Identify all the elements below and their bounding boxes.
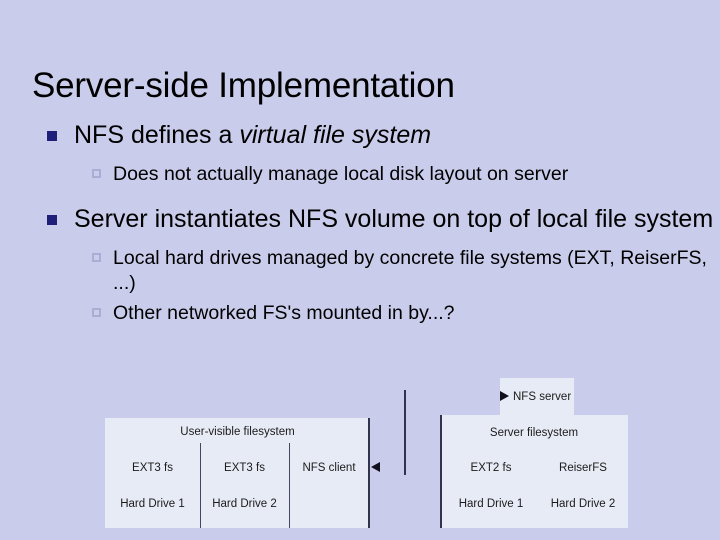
bullet-level1-1-text: NFS defines a virtual file system xyxy=(74,120,720,151)
nfs-server-label: NFS server xyxy=(513,391,572,403)
bullet-level1-2-text: Server instantiates NFS volume on top of… xyxy=(74,205,714,233)
bullet-level2-2-1: Local hard drives managed by concrete fi… xyxy=(0,246,720,296)
nfs-client-box xyxy=(290,418,370,490)
bullet-1-italic: virtual file system xyxy=(239,121,432,149)
client-drive-label-1: Hard Drive 1 xyxy=(120,498,185,510)
bullet-level2-1-1-text: Does not actually manage local disk layo… xyxy=(113,163,569,185)
page-title: Server-side Implementation xyxy=(32,66,455,105)
client-fs-label-2: EXT3 fs xyxy=(224,462,265,474)
client-box-right-border xyxy=(368,418,370,528)
bullet-level2-2-2: Other networked FS's mounted in by...? xyxy=(0,301,720,326)
spacer xyxy=(0,151,720,162)
server-filesystem-label: Server filesystem xyxy=(489,427,579,439)
bullet-square-marker xyxy=(47,131,57,141)
client-column-separator-1 xyxy=(200,443,201,528)
bullet-1-plain: NFS defines a xyxy=(74,121,240,149)
nfs-server-box xyxy=(500,378,574,415)
spacer xyxy=(0,235,720,246)
server-drive-label-1: Hard Drive 1 xyxy=(458,498,524,510)
bullet-hollow-square-marker xyxy=(92,253,101,262)
spacer xyxy=(0,187,720,204)
bullet-level1-2: Server instantiates NFS volume on top of… xyxy=(0,204,720,235)
arrow-left-icon xyxy=(371,462,380,472)
user-visible-filesystem-label: User-visible filesystem xyxy=(180,426,295,438)
server-fs-label-2: ReiserFS xyxy=(559,462,607,474)
client-column-separator-2 xyxy=(289,443,290,528)
client-drive-label-2: Hard Drive 2 xyxy=(212,498,277,510)
client-fs-label-1: EXT3 fs xyxy=(132,462,173,474)
bullet-hollow-square-marker xyxy=(92,308,101,317)
nfs-client-label: NFS client xyxy=(302,462,356,474)
arrow-right-icon xyxy=(500,391,509,401)
network-boundary-line xyxy=(404,390,406,475)
bullet-hollow-square-marker xyxy=(92,169,101,178)
bullet-level2-2-2-text: Other networked FS's mounted in by...? xyxy=(113,302,455,324)
bullet-body: NFS defines a virtual file system Does n… xyxy=(0,120,720,326)
bullet-level2-1-1: Does not actually manage local disk layo… xyxy=(0,162,720,187)
server-box-left-border xyxy=(440,415,442,528)
bullet-level2-2-1-text: Local hard drives managed by concrete fi… xyxy=(113,247,707,294)
bullet-level1-1: NFS defines a virtual file system xyxy=(0,120,720,151)
server-drive-label-2: Hard Drive 2 xyxy=(550,498,616,510)
server-fs-label-1: EXT2 fs xyxy=(470,462,512,474)
bullet-square-marker xyxy=(47,215,57,225)
server-filesystem-box xyxy=(440,415,628,528)
